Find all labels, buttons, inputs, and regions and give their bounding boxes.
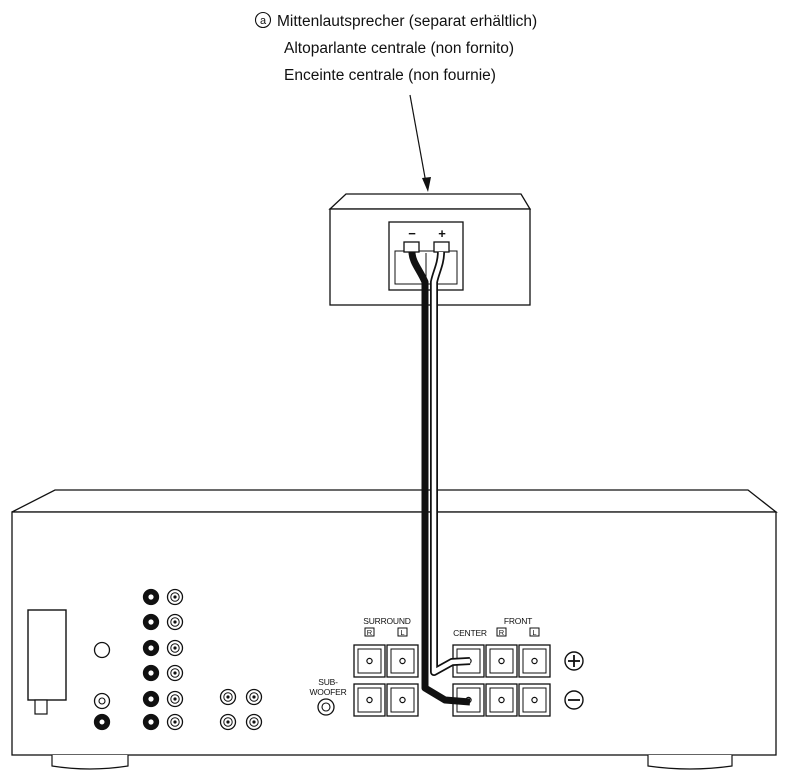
rca-jack-dark-1: [142, 588, 160, 606]
callout-marker: a: [260, 15, 267, 27]
plus-polarity-symbol: [564, 651, 584, 671]
rca-jack-light-3: [166, 639, 184, 657]
subwoofer-label-2: WOOFER: [309, 687, 346, 697]
rca-output-jacks: [219, 688, 263, 731]
rca-jack-dark-5: [142, 690, 160, 708]
rca-jack-light-2: [166, 613, 184, 631]
rca-output-jack-2: [245, 688, 263, 706]
rca-jack-dark-3: [142, 639, 160, 657]
surround-label: SURROUND: [363, 616, 411, 626]
receiver-top-face: [11, 489, 778, 513]
svg-text:R: R: [499, 628, 505, 637]
svg-text:L: L: [400, 628, 404, 637]
cable-negative-wire: [408, 251, 471, 706]
receiver-foot-left: [51, 755, 129, 770]
power-cord-block: [27, 609, 67, 701]
front-left-plus-terminal: [518, 644, 551, 678]
callout-label: a Mittenlautsprecher (separat erhältlich…: [254, 11, 537, 84]
receiver-foot-right: [647, 755, 733, 770]
rca-output-jack-3: [219, 713, 237, 731]
antenna-jack: [93, 641, 111, 659]
callout-line-1: Mittenlautsprecher (separat erhältlich): [277, 13, 537, 30]
speaker-top-face: [328, 193, 532, 210]
svg-text:R: R: [367, 628, 373, 637]
surround-terminals: [353, 644, 419, 717]
surround-left-symbol: L: [397, 627, 408, 637]
callout-line-2: Altoparlante centrale (non fornito): [284, 40, 514, 57]
speaker-plus-terminal: [433, 241, 450, 253]
subwoofer-jack: [317, 698, 335, 716]
receiver-back-panel: [11, 511, 777, 756]
callout-marker-circle: [254, 11, 272, 29]
front-left-symbol: L: [529, 627, 540, 637]
front-left-minus-terminal: [518, 683, 551, 717]
rca-jack-light-6: [166, 713, 184, 731]
rca-jack-dark-6: [142, 713, 160, 731]
subwoofer-label-1: SUB-: [318, 677, 338, 687]
surround-left-minus-terminal: [386, 683, 419, 717]
rca-jack-dark-4: [142, 664, 160, 682]
jack-pair-left-a: [93, 692, 111, 710]
power-cord-stub: [34, 699, 48, 715]
surround-right-plus-terminal: [353, 644, 386, 678]
jack-pair-left-b: [93, 713, 111, 731]
rca-output-jack-4: [245, 713, 263, 731]
speaker-cable: [408, 251, 471, 706]
av-receiver: SUB- WOOFER SURROUND R L CENTER FRONT R …: [11, 489, 778, 770]
speaker-minus-label: −: [408, 226, 416, 241]
rca-jack-light-5: [166, 690, 184, 708]
center-label: CENTER: [453, 628, 487, 638]
svg-text:L: L: [532, 628, 536, 637]
surround-left-plus-terminal: [386, 644, 419, 678]
front-right-minus-terminal: [485, 683, 518, 717]
rca-input-jacks: [142, 588, 184, 731]
cable-positive-wire: [431, 251, 471, 675]
callout-line-3: Enceinte centrale (non fournie): [284, 67, 496, 84]
front-right-plus-terminal: [485, 644, 518, 678]
surround-right-minus-terminal: [353, 683, 386, 717]
surround-right-symbol: R: [364, 627, 375, 637]
front-right-symbol: R: [496, 627, 507, 637]
rca-jack-light-1: [166, 588, 184, 606]
callout-arrow: [409, 94, 431, 192]
speaker-plus-label: +: [438, 226, 446, 241]
speaker-minus-terminal: [403, 241, 420, 253]
front-label: FRONT: [504, 616, 532, 626]
rca-jack-dark-2: [142, 613, 160, 631]
minus-polarity-symbol: [564, 690, 584, 710]
rca-jack-light-4: [166, 664, 184, 682]
rca-output-jack-1: [219, 688, 237, 706]
